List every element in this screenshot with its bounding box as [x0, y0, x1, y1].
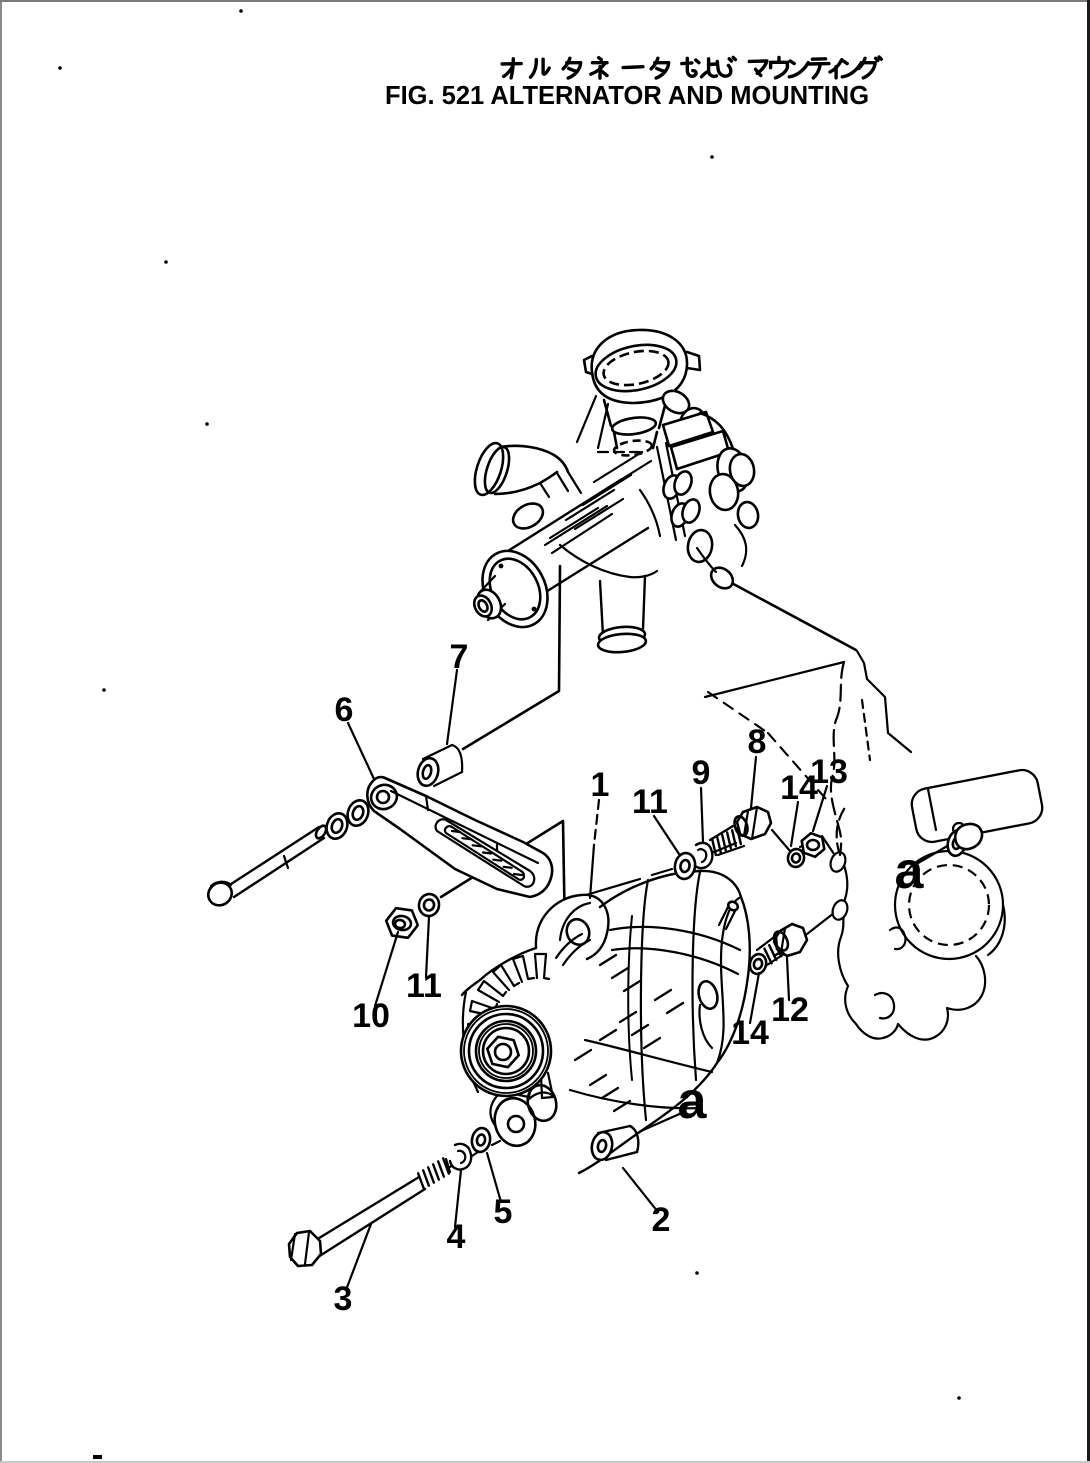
svg-text:1: 1 [591, 766, 610, 804]
svg-text:13: 13 [810, 753, 848, 791]
svg-text:8: 8 [748, 723, 767, 761]
svg-text:14: 14 [780, 769, 818, 807]
svg-text:12: 12 [771, 991, 809, 1029]
svg-text:9: 9 [692, 754, 711, 792]
svg-text:3: 3 [334, 1280, 353, 1318]
svg-text:5: 5 [494, 1193, 513, 1231]
svg-text:14: 14 [731, 1014, 769, 1052]
svg-text:2: 2 [652, 1201, 671, 1239]
svg-text:a: a [895, 842, 925, 900]
svg-text:7: 7 [450, 638, 469, 676]
svg-text:6: 6 [335, 691, 354, 729]
svg-text:10: 10 [352, 997, 390, 1035]
svg-text:FIG. 521 ALTERNATOR AND MOUNT: FIG. 521 ALTERNATOR AND MOUNTING [385, 82, 869, 110]
svg-text:11: 11 [406, 967, 442, 1005]
svg-text:11: 11 [632, 783, 668, 821]
svg-text:4: 4 [447, 1218, 466, 1256]
svg-text:a: a [678, 1072, 708, 1130]
